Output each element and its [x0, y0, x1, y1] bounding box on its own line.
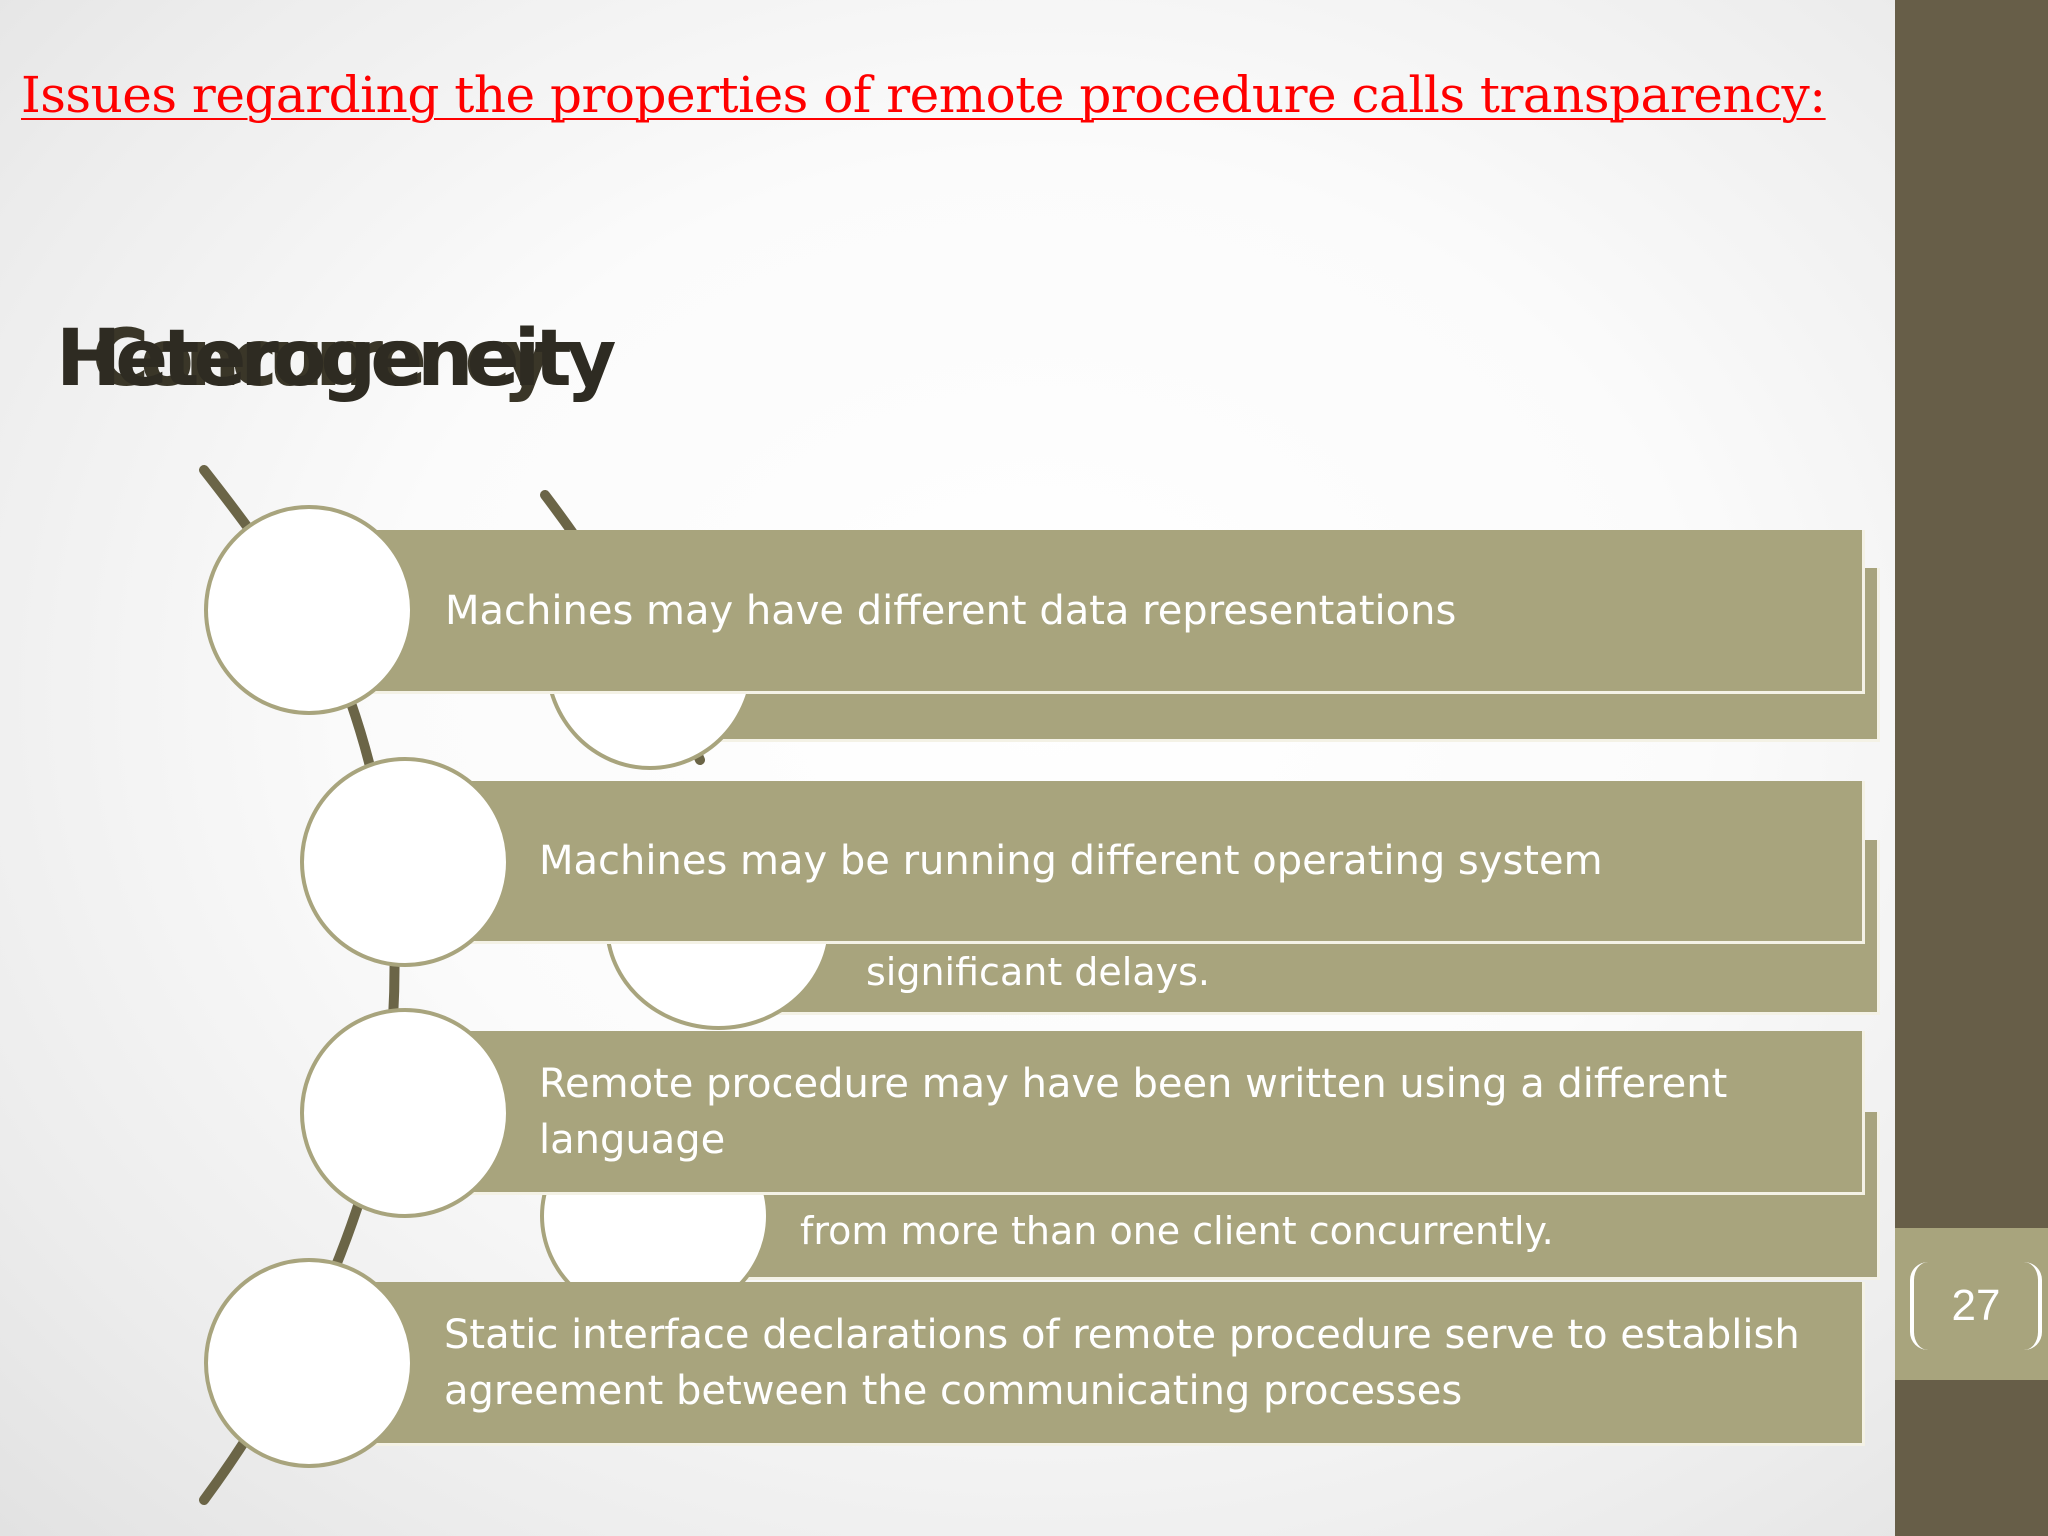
- slide-canvas: Issues regarding the properties of remot…: [0, 0, 1895, 1536]
- item-circle-1: [204, 505, 414, 715]
- item-text-1: Machines may have different data represe…: [445, 587, 1457, 634]
- item-text-2: Machines may be running different operat…: [539, 838, 1603, 884]
- page-number-brackets: [1910, 1262, 2042, 1350]
- page-number: 27: [1951, 1281, 2001, 1330]
- item-circle-2: [300, 757, 510, 967]
- item-bar-2: Machines may be running different operat…: [405, 781, 1865, 944]
- page-number-box: [1895, 1228, 2048, 1380]
- item-bar-4: Static interface declarations of remote …: [310, 1282, 1865, 1446]
- item-text-4: Static interface declarations of remote …: [444, 1311, 1800, 1414]
- item-circle-3: [300, 1008, 510, 1218]
- slide-title: Issues regarding the properties of remot…: [21, 66, 1826, 124]
- item-bar-3: Remote procedure may have been written u…: [405, 1031, 1865, 1195]
- item-bar-1: Machines may have different data represe…: [310, 530, 1865, 694]
- heading-heterogeneity: Heterogeneity: [56, 314, 616, 404]
- heading-concurrency: Concurrency: [92, 314, 553, 404]
- item-circle-4: [204, 1258, 414, 1468]
- back-item-text-2: significant delays.: [866, 950, 1211, 994]
- back-item-text-3: from more than one client concurrently.: [800, 1209, 1554, 1253]
- item-text-3: Remote procedure may have been written u…: [539, 1060, 1728, 1163]
